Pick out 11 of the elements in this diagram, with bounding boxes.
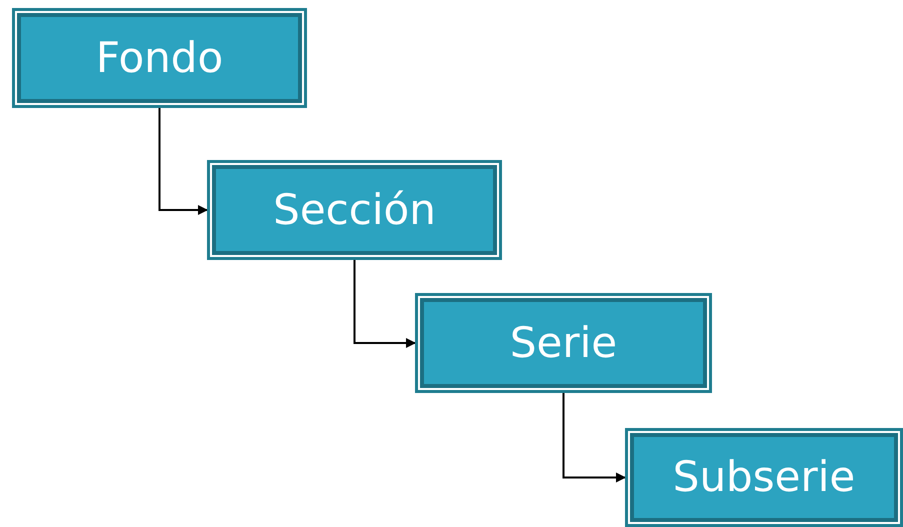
box-label: Sección: [273, 184, 436, 236]
arrow: [158, 108, 208, 215]
process-box: [625, 428, 903, 527]
process-box: [207, 160, 502, 260]
process-box: [12, 8, 307, 108]
box-label: Serie: [510, 316, 618, 369]
process-box: [415, 293, 712, 393]
box-label: Fondo: [96, 32, 224, 84]
arrow: [354, 260, 416, 348]
arrow: [562, 393, 626, 482]
box-label: Subserie: [672, 451, 856, 504]
